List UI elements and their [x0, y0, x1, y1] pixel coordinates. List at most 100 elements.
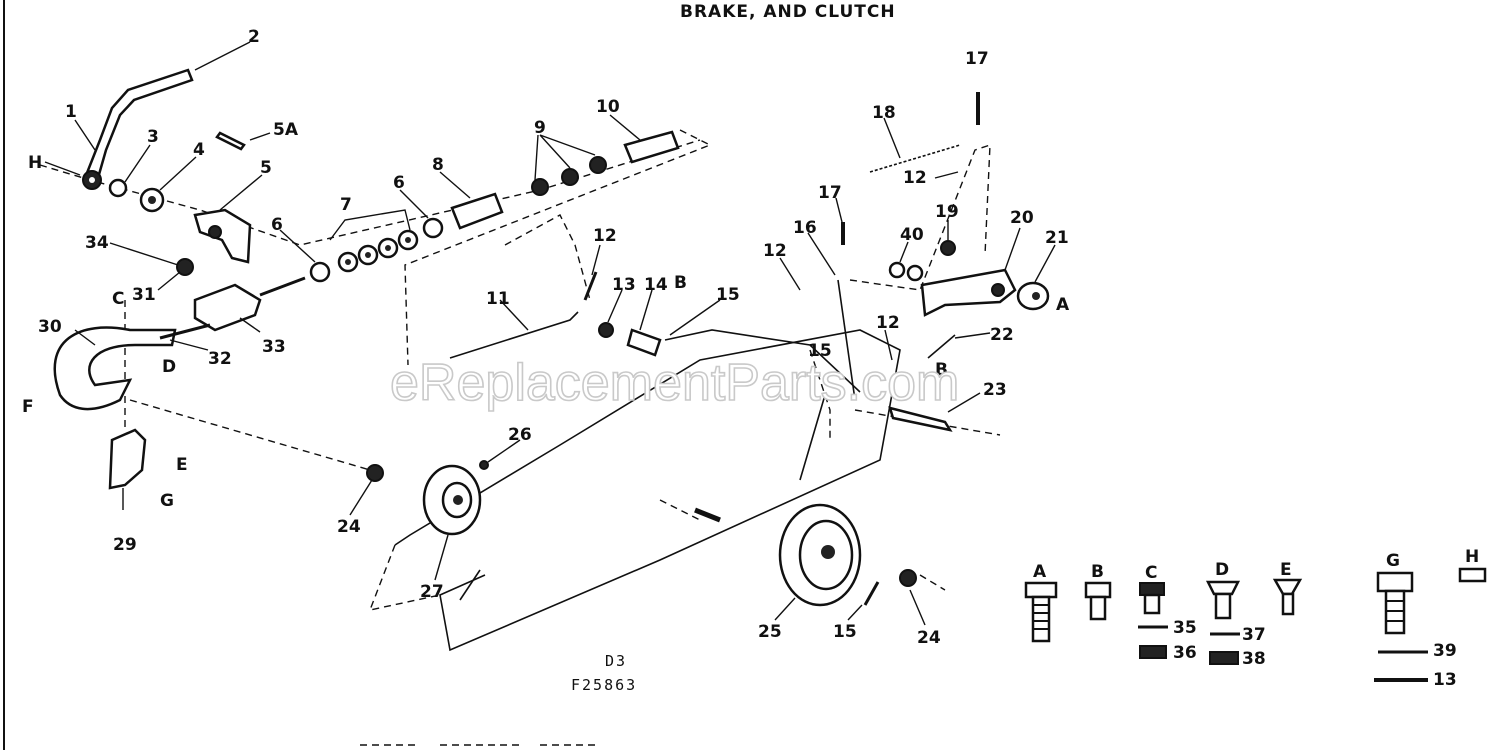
fastener-39-label: 39 [1433, 641, 1457, 661]
label-29: 29 [113, 535, 137, 555]
washer-6-left [309, 261, 331, 283]
ref-letter-h: H [28, 153, 42, 173]
block-33 [193, 283, 262, 332]
label-11: 11 [486, 289, 510, 309]
label-25: 25 [758, 622, 782, 642]
pulley-27 [422, 464, 482, 536]
ref-letter-g: G [160, 491, 174, 511]
label-18: 18 [872, 103, 896, 123]
spacer-10 [623, 130, 680, 164]
fastener-c-label: C [1145, 563, 1157, 583]
label-15-b: 15 [808, 341, 832, 361]
washer-40-a [888, 261, 906, 279]
label-22: 22 [990, 325, 1014, 345]
diagram-title: BRAKE, AND CLUTCH [680, 2, 896, 22]
label-26: 26 [508, 425, 532, 445]
brake-handle-lever [82, 68, 194, 190]
spring-18 [869, 144, 961, 173]
fastener-h-label: H [1465, 547, 1479, 567]
chassis-plate [368, 329, 901, 652]
label-14: 14 [644, 275, 668, 295]
label-15-a: 15 [716, 285, 740, 305]
lever-16 [837, 279, 856, 401]
label-5a: 5A [273, 120, 299, 140]
pulley-25 [778, 503, 862, 607]
label-12-d: 12 [876, 313, 900, 333]
label-17-mid: 17 [818, 183, 842, 203]
label-20: 20 [1010, 208, 1034, 228]
key-5a [215, 131, 246, 151]
ref-letter-e: E [176, 455, 188, 475]
washer-6-right [422, 217, 444, 239]
fastener-d-label: D [1215, 560, 1229, 580]
nut-24-left [366, 464, 384, 482]
ref-letter-c: C [112, 289, 124, 309]
bolt-g-icon [1376, 571, 1414, 635]
fastener-36-label: 36 [1173, 643, 1197, 663]
leader-lines [44, 41, 1056, 626]
label-19: 19 [935, 202, 959, 222]
figure-code: F25863 [571, 676, 637, 694]
nut-34 [176, 258, 194, 276]
bracket-5 [193, 208, 252, 264]
fastener-g-label: G [1386, 551, 1400, 571]
label-5: 5 [260, 158, 272, 178]
bolt-a-icon [1024, 581, 1058, 643]
label-8: 8 [432, 155, 444, 175]
screw-e-icon [1272, 578, 1303, 616]
label-10: 10 [596, 97, 620, 117]
label-13: 13 [612, 275, 636, 295]
label-4: 4 [193, 140, 205, 160]
page-reference: D3 [605, 652, 627, 670]
label-24-left: 24 [337, 517, 361, 537]
ref-letter-b-mid: B [935, 360, 948, 380]
label-30: 30 [38, 317, 62, 337]
fastener-13-label: 13 [1433, 670, 1457, 690]
fastener-38-label: 38 [1242, 649, 1266, 669]
ferrule-14 [626, 328, 662, 357]
label-21: 21 [1045, 228, 1069, 248]
label-23: 23 [983, 380, 1007, 400]
fastener-37-label: 37 [1242, 625, 1266, 645]
ref-letter-b-top: B [674, 273, 687, 293]
part-labels: 1 2 3 4 5A 5 6 7 6 8 9 10 34 31 30 32 33… [22, 27, 1070, 648]
spring-12-a [583, 271, 598, 301]
label-34: 34 [85, 233, 109, 253]
nuts-9 [531, 156, 607, 196]
label-2: 2 [248, 27, 260, 47]
bracket-29 [108, 428, 147, 490]
label-6-left: 6 [271, 215, 283, 235]
spacer-tube-8 [450, 192, 504, 230]
bolt-15-lower [863, 581, 880, 606]
label-32: 32 [208, 349, 232, 369]
label-3: 3 [147, 127, 159, 147]
link-23 [888, 406, 953, 432]
label-12-b: 12 [903, 168, 927, 188]
nut-38-icon [1209, 651, 1239, 665]
bolt-b-icon [1084, 581, 1112, 621]
label-40: 40 [900, 225, 924, 245]
fastener-b-label: B [1091, 562, 1104, 582]
axle-stub [694, 507, 721, 523]
bolt-c-icon [1139, 582, 1165, 615]
pulley-21 [1016, 281, 1050, 311]
brake-band-30 [53, 323, 211, 411]
bolt-d-icon [1205, 580, 1241, 620]
nut-24-right [899, 569, 917, 587]
fastener-35-label: 35 [1173, 618, 1197, 638]
rod-15 [664, 329, 861, 393]
washer-40-b [906, 264, 924, 282]
watermark: eReplacementParts.com [390, 354, 959, 412]
rod-11 [449, 311, 579, 359]
nut-36-icon [1139, 645, 1167, 659]
label-7: 7 [340, 195, 352, 215]
fastener-key: A B C 35 36 D 37 [1024, 547, 1487, 690]
label-17-top: 17 [965, 49, 989, 69]
bearing-set-7 [337, 229, 419, 273]
fastener-a-label: A [1033, 562, 1047, 582]
ref-letter-f: F [22, 397, 34, 417]
fastener-e-label: E [1280, 560, 1292, 580]
label-27: 27 [420, 582, 444, 602]
part-26 [479, 460, 489, 470]
